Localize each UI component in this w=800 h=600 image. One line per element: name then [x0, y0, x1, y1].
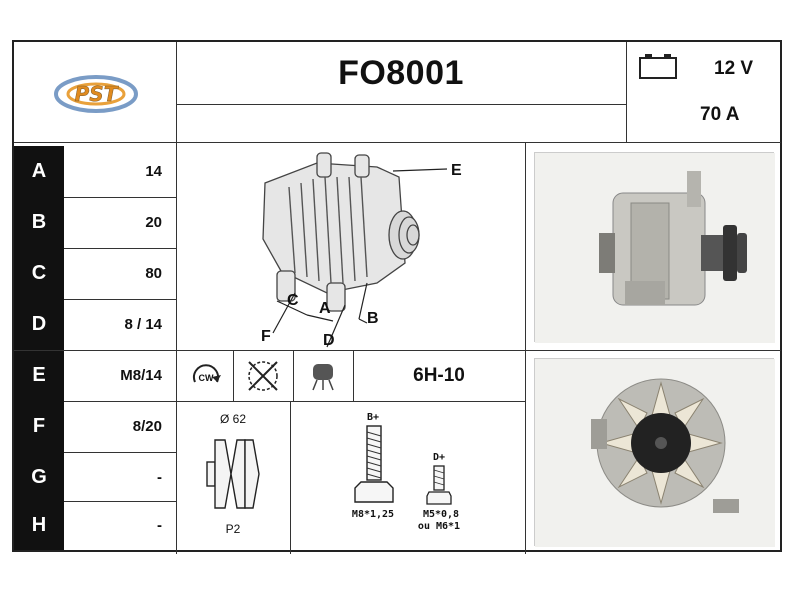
d-plus-label: D+ — [433, 452, 445, 463]
diagram-label-a: A — [319, 300, 331, 317]
diagram-label-e: E — [451, 162, 462, 179]
pulley-type: P2 — [225, 522, 241, 536]
row-value-d: 8 / 14 — [124, 316, 162, 333]
logo-cell: PST — [14, 42, 176, 142]
rotation-label: CW — [199, 373, 214, 383]
row-label-e: E — [14, 350, 64, 401]
no-fan-icon — [235, 351, 291, 401]
b-plus-thread: M8*1,25 — [352, 509, 394, 520]
d-plus-thread-1: M5*0,8 — [423, 509, 459, 520]
row-label-h: H — [14, 501, 64, 550]
row-value-c: 80 — [145, 265, 162, 282]
feature-icons-row: CW 6H-10 — [177, 351, 525, 401]
alternator-side-photo — [534, 152, 775, 343]
battery-icon — [639, 54, 677, 79]
row-value-a: 14 — [145, 163, 162, 180]
power-cell: 12 V 70 A — [626, 42, 781, 142]
diagram-label-c: C — [287, 292, 299, 309]
voltage-value: 12 V — [714, 58, 754, 79]
alternator-drawing: E C A B F D — [177, 143, 525, 349]
diagram-label-d: D — [323, 332, 335, 349]
terminals-drawing: B+ M8*1,25 D+ M5*0,8 ou M6*1 — [291, 402, 525, 550]
product-code: FO8001 — [338, 54, 464, 92]
pst-logo: PST — [54, 75, 138, 113]
logo-text: PST — [75, 82, 119, 106]
plug-code: 6H-10 — [413, 365, 465, 386]
regulator-icon — [295, 351, 351, 401]
row-label-g: G — [14, 452, 64, 503]
row-label-c: C — [14, 248, 64, 299]
diagram-label-b: B — [367, 310, 379, 327]
d-plus-thread-2: ou M6*1 — [418, 521, 460, 532]
row-value-f: 8/20 — [132, 418, 162, 435]
row-label-a: A — [14, 146, 64, 197]
spec-sheet: PST FO8001 12 V 70 A A 14 B 20 C 80 D 8 … — [12, 40, 782, 554]
row-value-h: - — [157, 517, 162, 534]
row-value-g: - — [157, 469, 162, 486]
diagram-label-f: F — [261, 328, 271, 345]
row-value-b: 20 — [145, 214, 162, 231]
row-label-f: F — [14, 401, 64, 452]
row-label-b: B — [14, 197, 64, 248]
b-plus-label: B+ — [367, 412, 379, 423]
alternator-front-photo — [534, 358, 775, 547]
pulley-drawing: Ø 62 P2 — [177, 402, 289, 550]
current-value: 70 A — [700, 104, 740, 125]
rotation-cw-icon: CW — [181, 351, 231, 401]
pulley-diameter: Ø 62 — [219, 412, 246, 426]
row-value-e: M8/14 — [120, 367, 162, 384]
row-label-d: D — [14, 299, 64, 350]
